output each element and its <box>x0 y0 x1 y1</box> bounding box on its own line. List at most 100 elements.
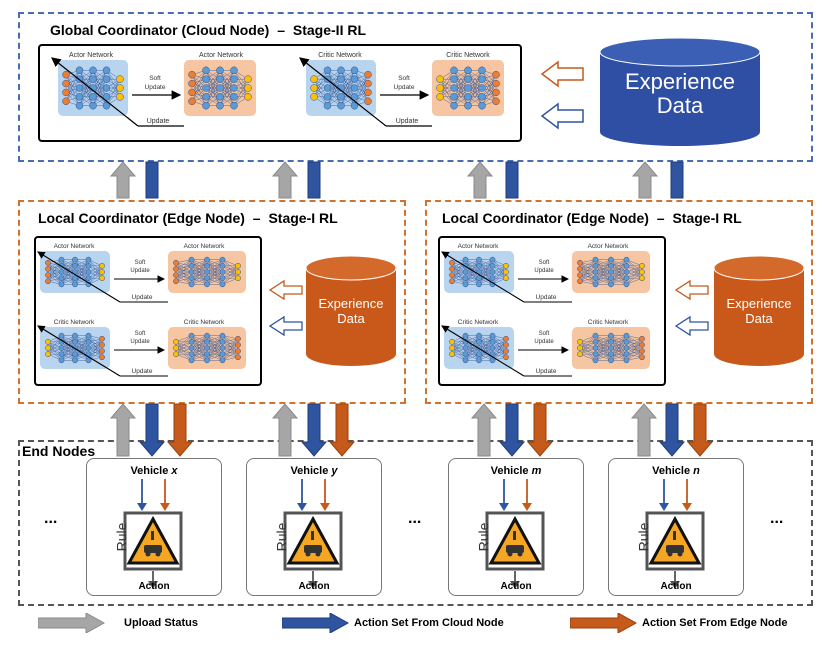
edge-right-title: Local Coordinator (Edge Node) – Stage-I … <box>442 210 742 226</box>
edge-action-arrow <box>686 403 714 457</box>
vehicle-label: Vehicle n <box>609 465 743 477</box>
soft-update-label: Update <box>534 339 554 345</box>
update-arrow <box>37 251 121 303</box>
ellipsis-middle: ... <box>408 510 422 527</box>
upload-arrow <box>630 403 658 457</box>
soft-label: Soft <box>149 75 161 82</box>
global-target-actor-network <box>184 60 256 116</box>
vehicle-var: n <box>693 465 700 477</box>
soft-label: Soft <box>539 331 550 337</box>
cloud-action-arrow <box>658 403 686 457</box>
target-actor-network-label: Actor Network <box>199 52 243 59</box>
update-label: Update <box>132 368 153 375</box>
target-critic-network-label: Critic Network <box>446 52 490 59</box>
vehicle-var: x <box>171 465 178 477</box>
vehicle-prefix: Vehicle <box>290 465 332 477</box>
actor-network-label: Actor Network <box>69 52 113 59</box>
edge-target-critic-network <box>572 327 650 369</box>
ellipsis-right: ... <box>770 510 784 527</box>
edge-target-actor-network <box>168 251 246 293</box>
vehicle-internal-arrows <box>485 479 545 589</box>
upload-arrow <box>271 403 299 457</box>
end-nodes-panel <box>18 440 813 606</box>
exp-line1: Experience <box>726 296 792 311</box>
target-actor-network-label: Actor Network <box>184 243 226 250</box>
global-critic-network <box>306 60 376 116</box>
edge-target-actor-network <box>572 251 650 293</box>
edge-right-experience-label: Experience Data <box>714 296 804 326</box>
actor-network-label: Actor Network <box>54 243 96 250</box>
global-experience-cylinder <box>600 38 760 146</box>
vehicle-prefix: Vehicle <box>130 465 172 477</box>
critic-network-label: Critic Network <box>54 319 95 326</box>
title-dash: – <box>277 22 285 38</box>
global-actor-network <box>58 60 128 116</box>
edge-right-stage: Stage-I RL <box>672 210 742 226</box>
cloud-action-arrow <box>498 403 526 457</box>
legend-edge-arrow <box>570 613 638 633</box>
soft-label: Soft <box>135 260 146 266</box>
legend-cloud-arrow <box>282 613 350 633</box>
global-stage-text: Stage-II RL <box>292 22 367 38</box>
edge-left-experience-label: Experience Data <box>306 296 396 326</box>
cloud-action-bar <box>505 161 519 199</box>
global-coordinator-panel <box>18 12 813 162</box>
global-hollow-arrows <box>540 60 584 130</box>
update-arrow <box>299 57 387 127</box>
cloud-action-bar <box>307 161 321 199</box>
edge-right-panel <box>425 200 813 404</box>
soft-update-label: Update <box>534 268 554 274</box>
vehicle-prefix: Vehicle <box>490 465 532 477</box>
edge-action-arrow <box>166 403 194 457</box>
upload-arrow <box>109 403 137 457</box>
cloud-action-arrow <box>138 403 166 457</box>
soft-label: Soft <box>539 260 550 266</box>
legend-upload-arrow <box>38 613 106 633</box>
edge-left-panel <box>18 200 406 404</box>
upload-arrow <box>271 161 299 199</box>
vehicle-var: y <box>331 465 338 477</box>
global-title-text: Global Coordinator (Cloud Node) <box>50 22 270 38</box>
update-label: Update <box>536 368 557 375</box>
update-label: Update <box>536 294 557 301</box>
cloud-action-arrow <box>300 403 328 457</box>
edge-left-title-text: Local Coordinator (Edge Node) <box>38 210 245 226</box>
edge-right-experience-cylinder <box>714 256 804 366</box>
exp-line1: Experience <box>624 69 736 94</box>
update-arrow <box>441 325 525 377</box>
edge-action-arrow <box>526 403 554 457</box>
update-label: Update <box>396 118 419 125</box>
action-label: Action <box>660 581 692 592</box>
edge-left-hollow-arrows <box>268 279 303 337</box>
soft-update-label: Update <box>145 84 166 91</box>
cloud-action-bar <box>670 161 684 199</box>
global-experience-label: Experience Data <box>600 70 760 118</box>
update-label: Update <box>132 294 153 301</box>
global-target-critic-network <box>432 60 504 116</box>
update-label: Update <box>147 118 170 125</box>
vehicle-internal-arrows <box>283 479 343 589</box>
exp-line2: Data <box>337 311 365 326</box>
upload-arrow <box>470 403 498 457</box>
vehicle-internal-arrows <box>645 479 705 589</box>
action-label: Action <box>500 581 532 592</box>
action-label: Action <box>298 581 330 592</box>
upload-arrow <box>466 161 494 199</box>
edge-target-critic-network <box>168 327 246 369</box>
vehicle-prefix: Vehicle <box>652 465 694 477</box>
cloud-action-bar <box>145 161 159 199</box>
action-label: Action <box>138 581 170 592</box>
soft-update-label: Update <box>130 268 150 274</box>
soft-update-label: Update <box>130 339 150 345</box>
update-arrow <box>51 57 139 127</box>
soft-update-label: Update <box>394 84 415 91</box>
upload-arrow <box>631 161 659 199</box>
vehicle-internal-arrows <box>123 479 183 589</box>
target-critic-network-label: Critic Network <box>184 319 225 326</box>
vehicle-label: Vehicle x <box>87 465 221 477</box>
edge-right-title-text: Local Coordinator (Edge Node) <box>442 210 649 226</box>
